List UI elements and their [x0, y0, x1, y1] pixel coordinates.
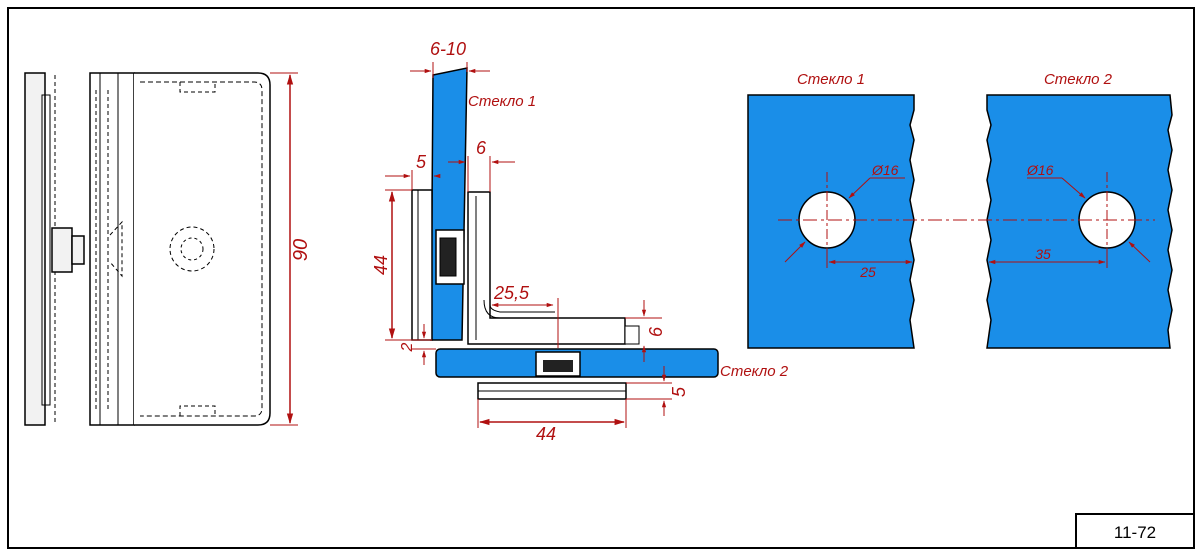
label-glass-2-panel: Стекло 2 — [1044, 71, 1113, 88]
dim-thickness-text: 6-10 — [430, 39, 466, 59]
dim-5-text: 5 — [416, 152, 427, 172]
side-section-view — [411, 67, 719, 400]
panel-dimensions — [778, 172, 1155, 268]
label-glass-1-side: Стекло 1 — [468, 93, 536, 110]
hole-diameter-2-text: Ø16 — [1026, 162, 1054, 178]
label-glass-1-panel: Стекло 1 — [797, 71, 865, 88]
side-dimension-labels: 6-10 Стекло 1 5 6 44 25,5 6 2 Стекло 2 5… — [371, 39, 789, 444]
dim-2-text: 2 — [399, 342, 416, 352]
dim-44-bottom-text: 44 — [536, 424, 556, 444]
dim-90-text: 90 — [290, 239, 312, 261]
title-block: 11-72 — [1075, 513, 1195, 549]
front-view — [24, 72, 271, 426]
dim-6-right-text: 6 — [646, 326, 666, 337]
glass-1-vertical — [430, 67, 468, 341]
hole-diameter-1-text: Ø16 — [871, 162, 899, 178]
dim-44-vert-text: 44 — [371, 255, 391, 275]
side-dimensions — [385, 62, 672, 428]
glass-panels-view: Стекло 1 Стекло 2 — [747, 71, 1173, 349]
dim-25-5-text: 25,5 — [493, 283, 530, 303]
drawing-code: 11-72 — [1114, 523, 1156, 542]
drawing-border — [7, 7, 1195, 549]
panel-dimension-labels: Ø16 Ø16 25 35 — [859, 162, 1053, 280]
offset-35-text: 35 — [1035, 246, 1051, 262]
label-glass-2-side: Стекло 2 — [720, 363, 789, 380]
dimension-90: 90 — [270, 72, 312, 426]
dim-5-bottom-text: 5 — [669, 386, 689, 397]
dim-6-top-text: 6 — [476, 138, 487, 158]
offset-25-text: 25 — [859, 264, 876, 280]
